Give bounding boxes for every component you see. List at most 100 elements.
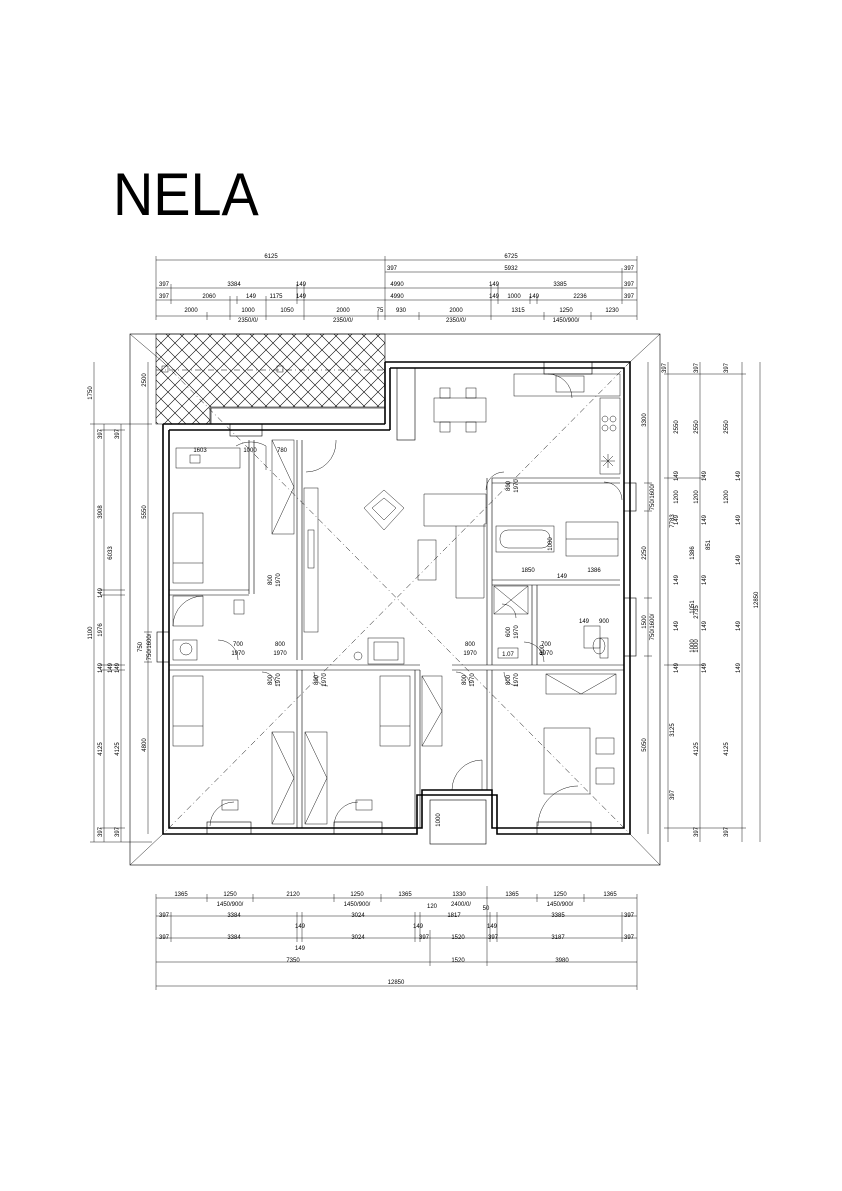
dim-right-b-6: 149 [674,574,680,585]
dim-bot-r2-5: 397 [624,913,635,919]
dim-right-d-3: 1200 [724,490,730,504]
dim-right-c-5: 851 [706,539,712,550]
dim-top-r3-3: 4990 [390,282,404,288]
dim-bot-r1b-3: 2400/0/ [451,902,471,908]
dim-left-outer-1: 1100 [88,626,94,640]
dim-right-d-9: 397 [724,826,730,837]
label-1000b: 1000 [548,537,554,551]
dim-right-d-8: 4125 [724,742,730,756]
dim-top-r5-4: 75 [377,308,384,314]
windows [156,361,637,845]
dim-right-b-0: 397 [662,362,668,373]
dim-top-r4-10: 397 [624,294,635,300]
dim-right-b-11: 3125 [670,723,676,737]
top-dimensions: 6125 6725 397 5932 397 397 3384 149 4990… [155,254,638,324]
dim-right-a-4: 750/1600/ [650,613,656,640]
dim-right-d-4: 149 [736,514,742,525]
label-800g: 800 [314,674,320,685]
dim-right-c-8: 149 [702,620,708,631]
dim-bot-r2-4: 3385 [551,913,565,919]
dim-bot-r2-3: 1817 [447,913,461,919]
dim-right-a-3: 1500 [642,615,648,629]
dim-right-c-1: 2550 [694,420,700,434]
label-1970j: 1970 [322,673,328,687]
dim-top-r4-8: 149 [529,294,540,300]
bottom-dimensions: 1365 1250 2120 1250 1365 1330 1365 1250 … [155,886,638,990]
dim-bot-r1b-5: 1450/900/ [547,902,574,908]
dim-right-b-1: 2550 [674,420,680,434]
dim-top-r4-3: 1175 [270,294,284,300]
dim-right-b-10: 149 [674,662,680,673]
dim-right-d-5: 149 [736,554,742,565]
dim-top-r5-9: 1230 [605,308,619,314]
dim-right-c-6: 149 [702,574,708,585]
label-800i: 800 [506,674,512,685]
dim-top-r3-5: 3385 [553,282,567,288]
label-1970k: 1970 [470,673,476,687]
dim-right-b-8: 149 [674,620,680,631]
label-1386: 1386 [587,568,601,574]
dim-left-c-4: 397 [115,826,121,837]
dim-right-d-1: 2550 [724,420,730,434]
label-700a: 700 [233,642,244,648]
label-800e: 800 [268,574,274,585]
dim-top-r5-0: 2000 [184,308,198,314]
dim-top-r1-0: 6125 [264,254,278,260]
label-800b: 800 [465,642,476,648]
dim-bot-r2b-1: 149 [413,924,424,930]
dim-left-a-3: 4800 [142,738,148,752]
interior-labels: 1603 1000 780 800 1970 700 1970 800 1970… [193,448,609,827]
label-700b: 700 [541,642,552,648]
dim-right-a-0: 3300 [642,413,648,427]
dim-bot-r3-6: 3187 [551,935,565,941]
label-1970c: 1970 [463,651,477,657]
dim-right-a-5: 5050 [642,738,648,752]
dim-bot-r2b-0: 149 [295,924,306,930]
dim-left-c-3: 4125 [115,742,121,756]
dim-bot-r3-2: 3024 [351,935,365,941]
dim-top-r5-1: 1000 [241,308,255,314]
dim-top-r5b-3: 1450/900/ [553,318,580,324]
dim-left-c-1: 149 [115,662,121,673]
dim-top-r5-7: 1315 [511,308,525,314]
dim-top-r5-8: 1250 [559,308,573,314]
dim-top-r5-2: 1050 [280,308,294,314]
dim-top-r5-6: 2000 [449,308,463,314]
dim-right-b-5: 1386 [690,546,696,560]
label-1970b: 1970 [231,651,245,657]
dim-top-r3-6: 397 [624,282,635,288]
dim-top-r5b-2: 2350/0/ [446,318,466,324]
dim-bot-r1b-2: 120 [427,904,438,910]
dim-bot-r1b-4: 50 [483,906,490,912]
dim-right-b-13: 7783 [670,514,676,528]
terrace-hatch [155,333,386,425]
label-1850: 1850 [521,568,535,574]
dim-bot-r3-3: 397 [419,935,430,941]
dim-bot-r3b-0: 149 [295,946,306,952]
dim-right-d-10: 12850 [754,591,760,608]
dim-bot-r4-1: 1520 [451,958,465,964]
dim-top-r4-1: 2060 [202,294,216,300]
dim-left-c-0: 397 [115,428,121,439]
label-800d: 800 [506,480,512,491]
dim-bot-r1-2: 2120 [286,892,300,898]
label-800a: 800 [275,642,286,648]
dim-bot-r1-7: 1250 [553,892,567,898]
dim-left-b-1: 3908 [98,505,104,519]
dim-right-d-0: 397 [724,362,730,373]
label-1970h: 1970 [276,573,282,587]
dim-left-a2-0: 750/1600/ [147,633,153,660]
dim-bot-r1-3: 1250 [350,892,364,898]
dim-left-b-7: 6033 [108,546,114,560]
dim-left-a-0: 2500 [142,373,148,387]
label-800f: 800 [268,674,274,685]
dim-bot-r4-2: 3980 [555,958,569,964]
dim-top-r4-4: 149 [296,294,307,300]
label-1970a: 1970 [273,651,287,657]
label-1970g: 1970 [514,625,520,639]
label-1970i: 1970 [276,673,282,687]
dim-bot-r3-1: 3384 [227,935,241,941]
dim-top-r4-0: 397 [159,294,170,300]
dim-left-b-2: 149 [98,587,104,598]
